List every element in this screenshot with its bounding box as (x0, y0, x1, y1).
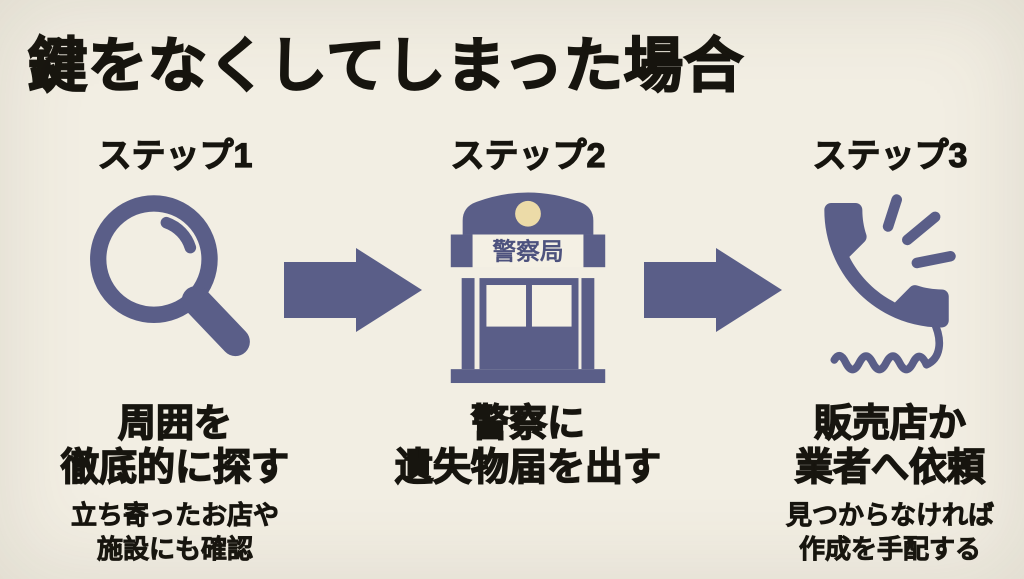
step-2-label: ステップ2 (450, 136, 606, 175)
sign-text: 警察局 (491, 237, 563, 265)
right-pillar (581, 278, 595, 370)
step-1-icon-box (25, 182, 325, 390)
handset (824, 203, 949, 328)
magnifier-handle (181, 286, 250, 357)
left-pillar (461, 278, 475, 370)
right-arrow-icon (284, 248, 422, 332)
step-2-caption: 警察に 遺失物届を出す (394, 402, 662, 490)
ring-lines (882, 194, 956, 269)
step-3-subcaption: 見つからなければ 作成を手配する (785, 499, 995, 565)
phone-icon (824, 194, 956, 374)
magnifier-icon (90, 195, 250, 357)
window-left (486, 285, 527, 327)
police-station-icon: 警察局 (450, 192, 606, 384)
right-arrow-icon (644, 248, 782, 332)
lens-highlight (160, 216, 197, 254)
step-3-icon-box (740, 182, 1024, 390)
step-1-label: ステップ1 (97, 136, 253, 175)
phone-cord (830, 316, 944, 374)
step-2: ステップ2 警察局 警察に 遺失物届を出す (378, 130, 678, 499)
step-1-subcaption: 立ち寄ったお店や 施設にも確認 (70, 499, 280, 565)
page-title: 鍵をなくしてしまった場合 (27, 32, 744, 100)
sign-band (450, 234, 606, 268)
building-base (450, 369, 606, 384)
step-1: ステップ1 周囲を 徹底的に探す 立ち寄ったお店や 施設にも確認 (25, 130, 325, 567)
window-right (531, 285, 572, 327)
step-2-icon-box: 警察局 (378, 182, 678, 390)
step-3-label: ステップ3 (812, 136, 968, 175)
step-1-caption: 周囲を 徹底的に探す (60, 402, 290, 490)
step-3: ステップ3 販売店か 業者へ依頼 見つからなければ 作成を手配する (740, 130, 1024, 567)
building-emblem (515, 200, 541, 227)
step-3-caption: 販売店か 業者へ依頼 (794, 402, 986, 490)
